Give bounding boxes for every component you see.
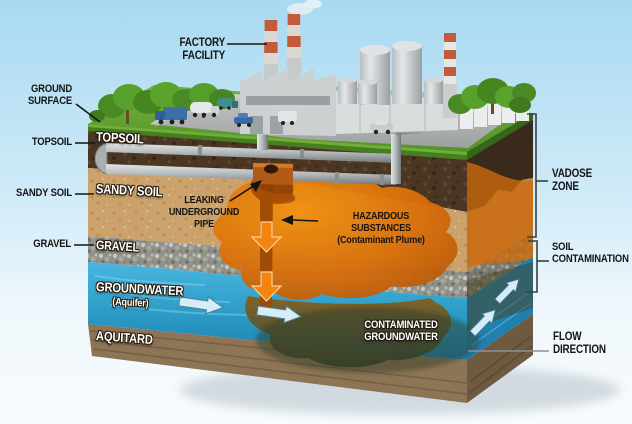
arrow-hazardous-substances [281, 215, 319, 225]
plume-upper [213, 173, 458, 300]
leaking-pipe-label: LEAKING UNDERGROUND PIPE [168, 194, 240, 230]
flow-arrow [494, 278, 520, 305]
topsoil-layer-label: TOPSOIL [95, 129, 144, 147]
arrow-leaking-pipe [229, 180, 262, 202]
vehicles [155, 98, 393, 135]
factory-facility-label: FACTORY FACILITY [179, 37, 225, 62]
flow-arrow [469, 309, 496, 337]
annotation-lines [74, 43, 549, 352]
bracket-vadose-zone [527, 113, 548, 238]
smoke [287, 0, 322, 15]
aquitard-layer-right [467, 314, 533, 403]
pipe-leak-hole [264, 164, 278, 174]
grass-edge-right [467, 113, 533, 160]
leaking-pipe-section [251, 163, 296, 204]
contaminant-down-arrow [250, 221, 283, 253]
topsoil-callout-label: TOPSOIL [31, 136, 73, 148]
contaminated-groundwater-label: CONTAMINATED GROUNDWATER [364, 319, 438, 344]
trees-right [448, 78, 536, 114]
tank-cluster [338, 77, 443, 104]
bracket-soil-contamination [526, 240, 549, 293]
soil-contamination-label: SOIL CONTAMINATION [552, 241, 629, 266]
gravel-layer-label: GRAVEL [95, 238, 140, 255]
truck-tanker-white [190, 102, 219, 118]
hazardous-substances-label: HAZARDOUS SUBSTANCES (Contaminant Plume) [337, 210, 425, 246]
truck-blue [155, 107, 187, 125]
flow-arrow [256, 305, 303, 324]
pipe-riser-right [391, 134, 401, 184]
plume-stain-right-face [467, 162, 533, 268]
groundwater-flow-arrows [178, 278, 520, 337]
ground-surface-label: GROUND SURFACE [27, 83, 72, 108]
contaminated-water-murk [256, 307, 480, 373]
van-white [278, 111, 297, 125]
sandy-soil-callout-label: SANDY SOIL [16, 187, 73, 199]
pipe-lower-run [106, 164, 396, 185]
contaminant-down-arrow [250, 271, 283, 302]
gravel-callout-label: GRAVEL [33, 238, 71, 250]
flow-direction-label: FLOW DIRECTION [553, 331, 606, 356]
pipe-upper-run [106, 143, 398, 163]
car-blue [234, 113, 253, 127]
truck-tanker-teal [217, 98, 238, 110]
flow-arrow [178, 296, 225, 315]
leader-ground-surface [75, 103, 101, 123]
factory-facility [89, 0, 536, 136]
pipe-elbow-left [94, 142, 108, 175]
car-silver [370, 119, 393, 135]
vadose-zone-label: VADOSE ZONE [552, 168, 593, 193]
